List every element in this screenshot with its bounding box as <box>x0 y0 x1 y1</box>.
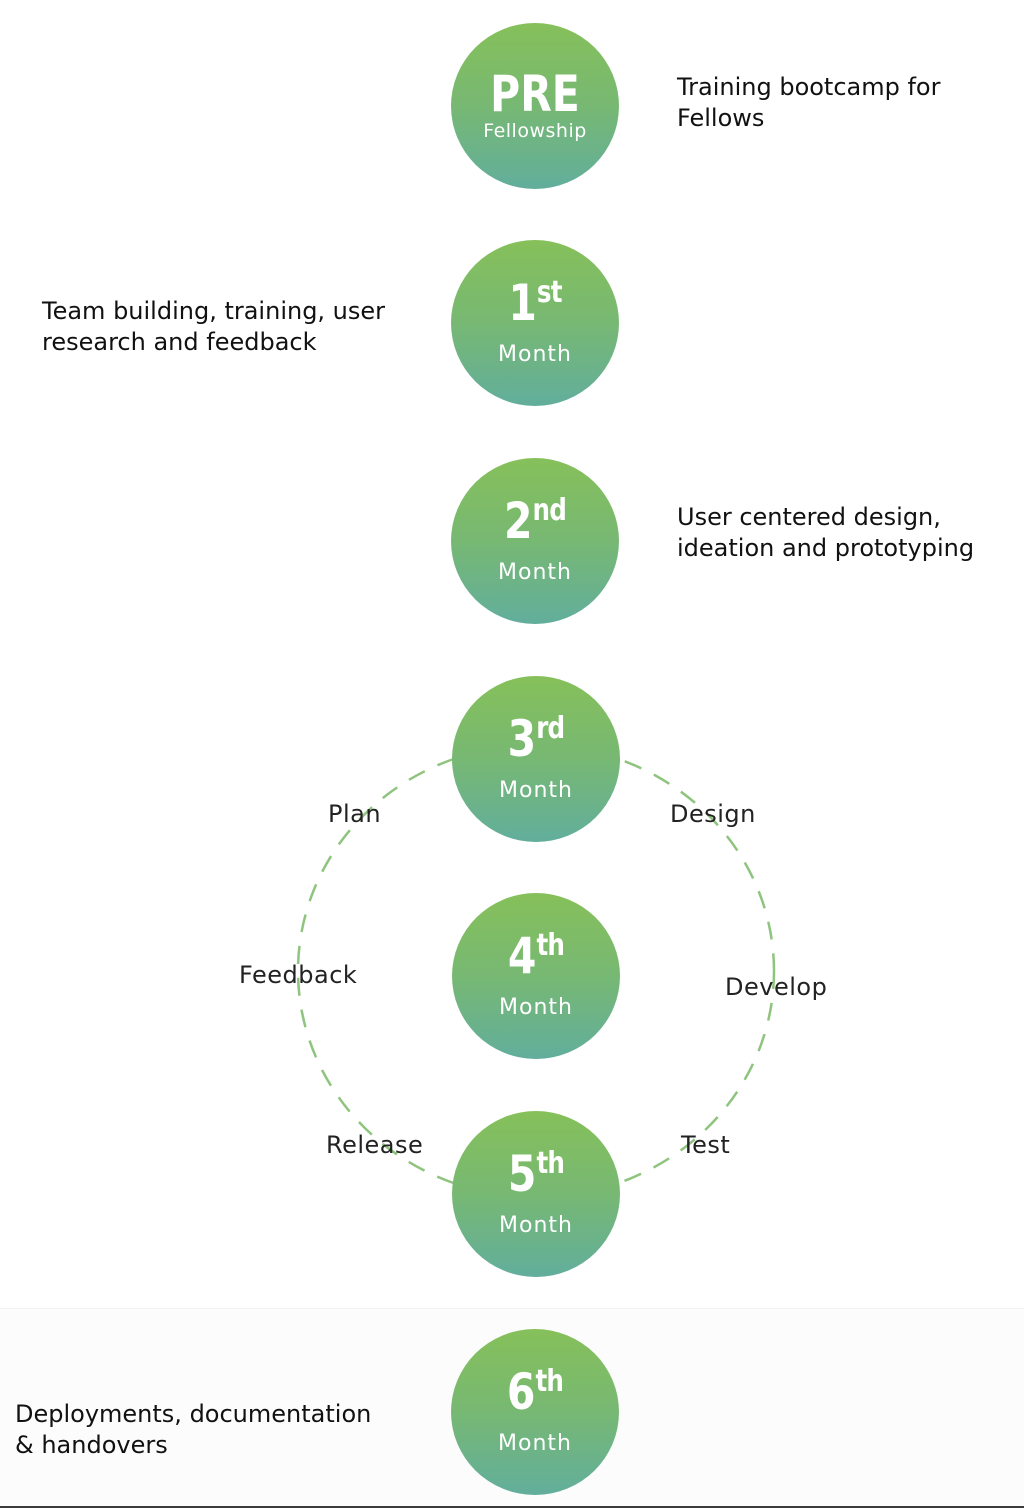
milestone-month-6-number: 6th <box>506 1363 564 1421</box>
milestone-month-2-description: User centered design, ideation and proto… <box>677 503 975 562</box>
cycle-label-test: Test <box>681 1131 731 1159</box>
bottom-border-line <box>0 1506 1024 1508</box>
milestone-month-6-description: Deployments, documentation & handovers <box>15 1400 372 1459</box>
cycle-label-plan: Plan <box>328 800 382 828</box>
milestone-month-1-label: Month <box>498 342 572 367</box>
milestone-month-6: 6th Month <box>451 1329 619 1495</box>
milestone-month-2: 2nd Month <box>451 458 619 624</box>
milestone-pre-fellowship: PRE Fellowship <box>451 23 619 189</box>
cycle-label-feedback: Feedback <box>239 961 358 989</box>
cycle-label-develop: Develop <box>725 973 828 1001</box>
milestone-month-6-label: Month <box>498 1431 572 1456</box>
milestone-pre-title: PRE <box>490 65 580 123</box>
milestone-month-5-label: Month <box>499 1213 573 1238</box>
milestone-month-5: 5th Month <box>452 1111 620 1277</box>
milestone-month-3: 3rd Month <box>452 676 620 842</box>
milestone-pre-subtitle: Fellowship <box>483 120 587 142</box>
cycle-label-design: Design <box>670 800 756 828</box>
milestone-month-2-number: 2nd <box>503 492 567 550</box>
milestone-month-1-description: Team building, training, user research a… <box>42 297 386 356</box>
milestone-pre-description: Training bootcamp for Fellows <box>677 73 941 132</box>
milestone-month-4-label: Month <box>499 995 573 1020</box>
milestone-month-3-label: Month <box>499 778 573 803</box>
milestone-month-4-number: 4th <box>507 927 565 985</box>
milestone-month-1: 1st Month <box>451 240 619 406</box>
milestone-month-3-number: 3rd <box>507 710 565 768</box>
milestone-month-2-label: Month <box>498 560 572 585</box>
cycle-label-release: Release <box>326 1131 424 1159</box>
milestone-month-4: 4th Month <box>452 893 620 1059</box>
milestone-month-5-number: 5th <box>507 1145 565 1203</box>
milestone-month-1-number: 1st <box>508 274 562 332</box>
